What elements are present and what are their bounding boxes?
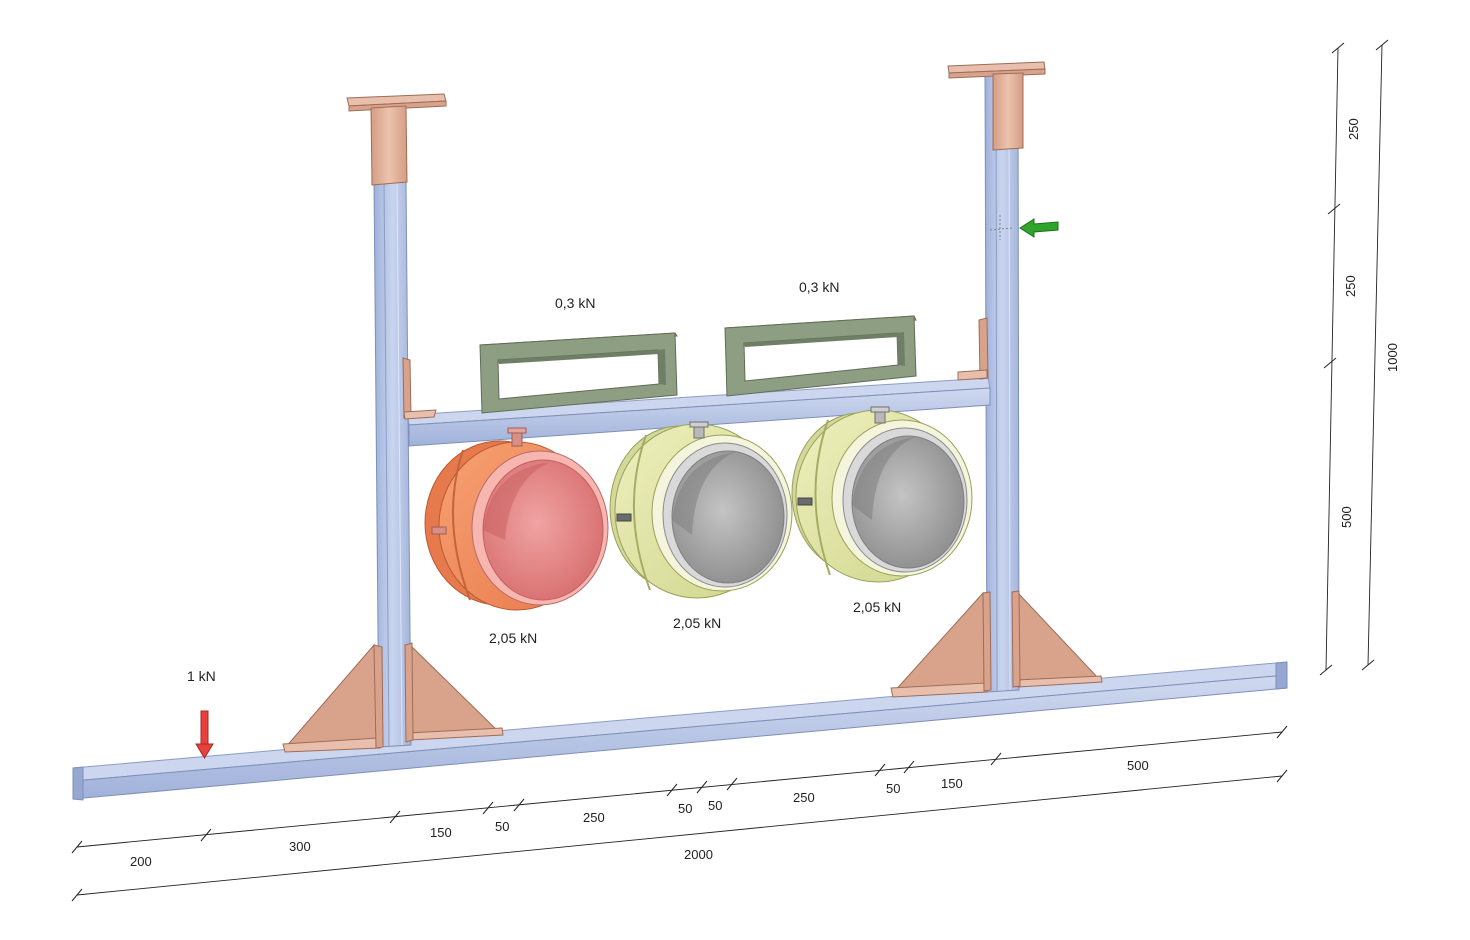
point-load-label: 1 kN [187, 668, 216, 684]
dim-label: 300 [289, 839, 311, 854]
dim-label: 250 [1343, 275, 1358, 297]
pipe-1-load-label: 2,05 kN [489, 630, 537, 646]
dim-label: 200 [130, 854, 152, 869]
pipe-2-load-label: 2,05 kN [673, 615, 721, 631]
dim-label: 150 [430, 825, 452, 840]
right-column [984, 70, 1020, 693]
dim-label: 50 [708, 798, 722, 813]
dim-label: 250 [583, 810, 605, 825]
dim-label: 50 [495, 819, 509, 834]
pipe-yellow-right [791, 406, 973, 583]
dim-label: 50 [886, 781, 900, 796]
dim-label: 500 [1127, 758, 1149, 773]
bottom-dimension-lines [71, 725, 1288, 902]
bottom-dimension-labels: 200 300 150 50 250 50 50 250 50 150 500 … [130, 758, 1149, 869]
pipe-yellow-middle [609, 421, 793, 599]
left-base-gussets [282, 642, 504, 753]
duct-left [479, 332, 678, 414]
dim-label: 250 [793, 790, 815, 805]
crossbar [407, 377, 991, 447]
crossbar-bracket-left [402, 357, 437, 420]
dim-total-label: 1000 [1385, 343, 1400, 372]
duct-right [724, 315, 917, 397]
dim-label: 50 [678, 801, 692, 816]
duct-left-load-label: 0,3 kN [555, 295, 595, 311]
pipe-3-load-label: 2,05 kN [853, 599, 901, 615]
pipe-red [424, 427, 609, 611]
left-column [373, 179, 412, 748]
dim-total-label: 2000 [684, 847, 713, 862]
base-rail [72, 661, 1288, 801]
horizontal-load-arrow-icon [989, 215, 1059, 240]
vertical-dimension-labels: 250 250 500 1000 [1339, 118, 1400, 528]
duct-right-load-label: 0,3 kN [799, 279, 839, 295]
point-load-arrow-icon [195, 710, 214, 759]
dim-label: 500 [1339, 506, 1354, 528]
crossbar-bracket-right [957, 317, 989, 381]
dim-label: 250 [1346, 118, 1361, 140]
dim-label: 150 [941, 776, 963, 791]
right-head-plate [947, 61, 1046, 151]
right-base-gussets [890, 590, 1103, 698]
vertical-dimension-lines [1319, 39, 1389, 676]
left-head-plate [346, 93, 447, 186]
